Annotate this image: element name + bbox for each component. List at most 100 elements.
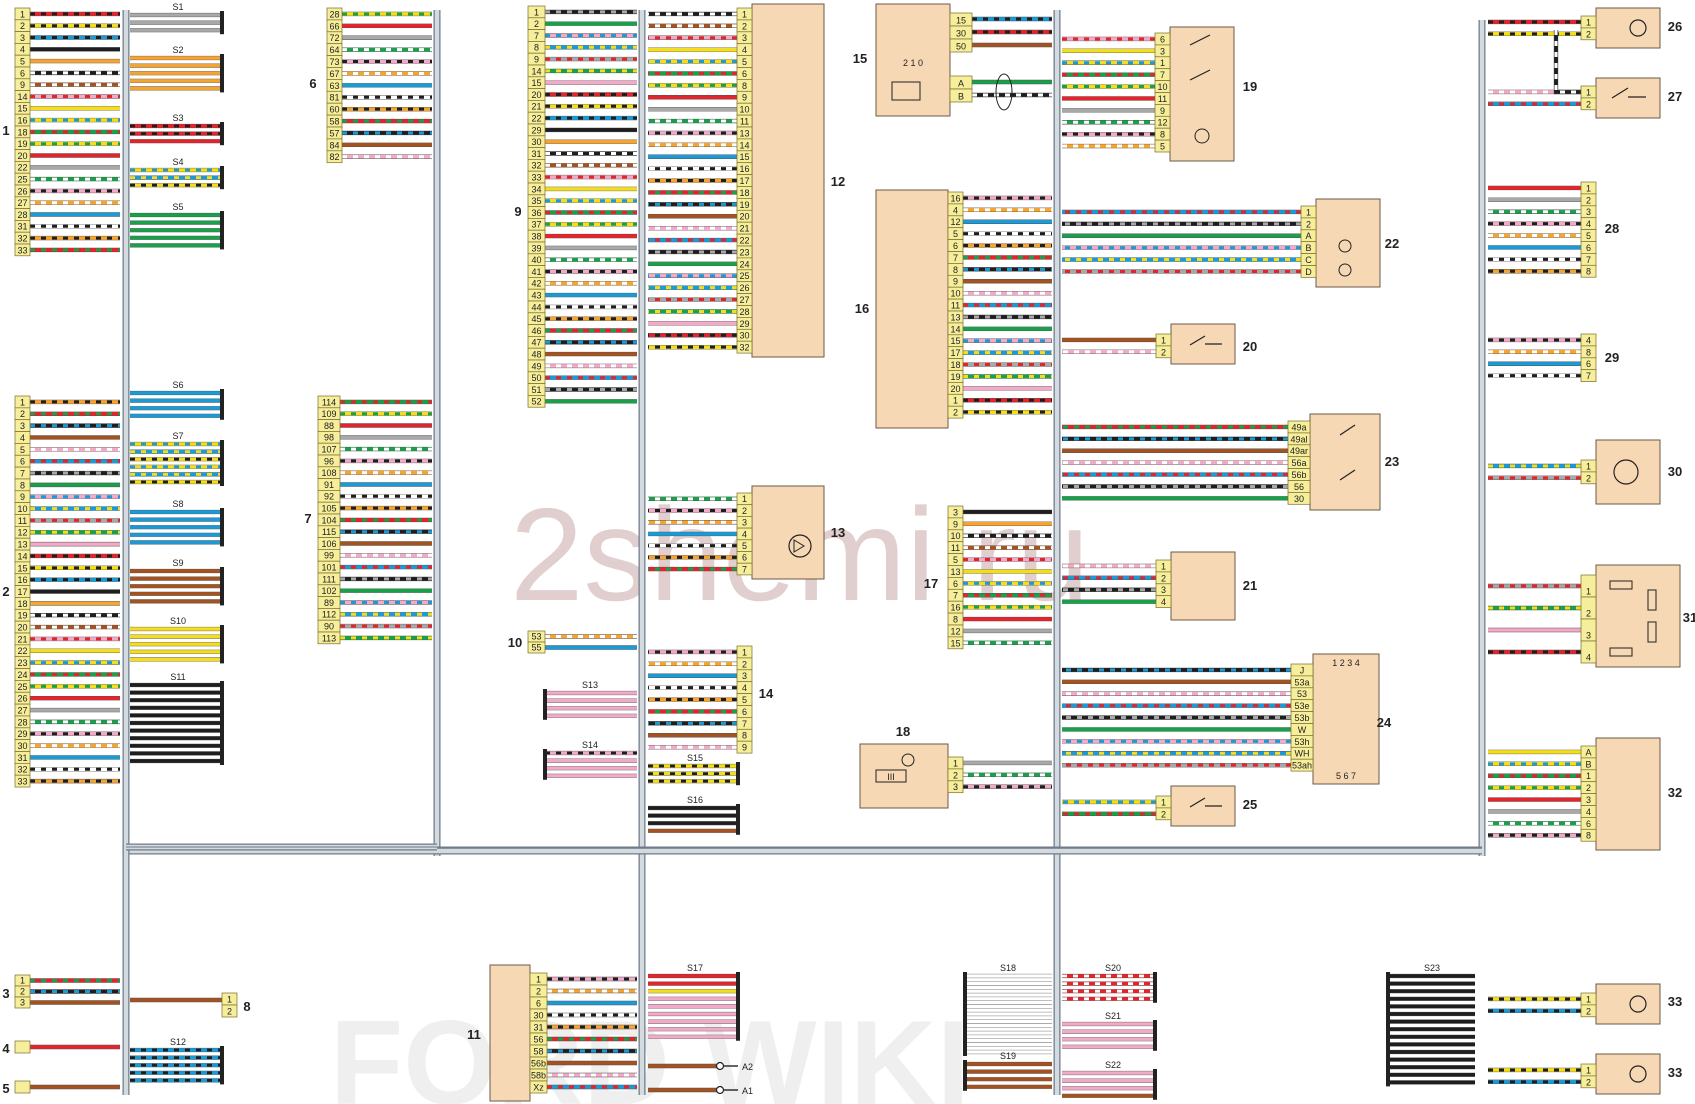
pin-label: 96: [324, 456, 334, 466]
pin-label: 106: [321, 539, 336, 549]
pin-label: 107: [321, 445, 336, 455]
components: 1234569141516181920222526272831323311234…: [2, 3, 1695, 1102]
pin-label: 58b: [531, 1071, 546, 1081]
component-4-label: 4: [2, 1041, 10, 1056]
pin-label: 6: [1586, 243, 1591, 253]
pin-cell: [1300, 265, 1317, 278]
pin-label: 8: [20, 480, 25, 490]
pin-label: 9: [953, 519, 958, 529]
lamp-icon: [901, 753, 915, 767]
pin-label: 16: [17, 575, 27, 585]
pin-label: 29: [739, 319, 749, 329]
pin-label: 113: [322, 633, 336, 643]
splice-S13: S13: [543, 680, 637, 720]
pin-label: 37: [531, 220, 541, 230]
pin-label: 35: [531, 196, 541, 206]
pin-label: 10: [950, 289, 960, 299]
pin-label: 17: [950, 348, 960, 358]
pin-label: 105: [321, 504, 336, 514]
pin-label: 56: [1294, 482, 1304, 492]
pin-label: 10: [950, 531, 960, 541]
splice-groups: S1S2S3S4S5S6S7S8S9S10S11S12S13S14S15S16S…: [130, 2, 1475, 1100]
pin-label: 2: [20, 21, 25, 31]
component-23-label: 23: [1385, 454, 1399, 469]
pin-label: 32: [17, 765, 27, 775]
resistor-icon: [1609, 580, 1633, 590]
pin-label: 81: [329, 93, 339, 103]
component-24-label: 24: [1377, 715, 1392, 730]
pin-label: 2: [1161, 573, 1166, 583]
splice-label: S14: [582, 740, 598, 750]
pin-label: 2: [1586, 473, 1591, 483]
pin-label: 20: [531, 90, 541, 100]
pin-label: 39: [531, 243, 541, 253]
pin-label: 31: [17, 753, 27, 763]
component-6-label: 6: [309, 76, 316, 91]
pin-label: 28: [17, 717, 27, 727]
pin-label: 7: [534, 31, 539, 41]
component-12-label: 12: [831, 174, 845, 189]
motor-icon: [1613, 459, 1639, 485]
connector-4: [14, 1040, 31, 1054]
pin-label: 53: [1297, 689, 1307, 699]
pin-label: 20: [950, 384, 960, 394]
component-31-body: [1595, 564, 1681, 668]
pin-label: 8: [953, 615, 958, 625]
pin-label: 27: [17, 705, 27, 715]
pin-label: 45: [531, 314, 541, 324]
pin-label: 6: [1160, 34, 1165, 44]
pin-label: 26: [17, 186, 27, 196]
pin-label: 17: [739, 176, 749, 186]
pin-label: 13: [950, 567, 960, 577]
pin-label: 14: [17, 551, 27, 561]
switch-icon: [1339, 424, 1356, 481]
pin-cell: [736, 740, 753, 754]
component-27-label: 27: [1668, 89, 1682, 104]
pin-label: 1: [1586, 771, 1591, 781]
splice-S12: S12: [130, 1037, 224, 1085]
pin-label: 27: [17, 198, 27, 208]
component-18-label: 18: [896, 724, 910, 739]
pin-label: 11: [740, 117, 749, 127]
splice-S8: S8: [130, 499, 224, 547]
pin-label: 5: [20, 57, 25, 67]
pin-label: 31: [533, 1023, 543, 1033]
connector-20: 12: [1155, 333, 1172, 359]
splice-S2: S2: [130, 45, 224, 93]
connector-7: 1141098898107961089192105104115106991011…: [317, 395, 341, 645]
pin-label: 13: [950, 312, 960, 322]
pin-label: 56b: [531, 1059, 546, 1069]
component-24-body: [1312, 653, 1380, 785]
pin-label: 30: [17, 741, 27, 751]
splice-label: S3: [172, 113, 183, 123]
pin-label: 15: [950, 336, 960, 346]
pin-label: 2: [953, 408, 958, 418]
wires: [30, 9, 1581, 1093]
pin-label: 12: [950, 217, 960, 227]
pin-label: 22: [531, 114, 541, 124]
pin-label: 66: [329, 21, 339, 31]
pin-label: 5: [742, 541, 747, 551]
pin-cell: [1580, 97, 1597, 111]
pin-label: 3: [953, 782, 958, 792]
component-33b-label: 33: [1668, 1065, 1682, 1080]
pin-label: 23: [739, 247, 749, 257]
pin-cell: [527, 641, 546, 654]
pin-label: 5: [1160, 142, 1165, 152]
pin-label: 24: [17, 670, 27, 680]
switch-contacts-icon: [1189, 34, 1211, 81]
pin-label: 9: [534, 55, 539, 65]
pin-cell: [529, 1080, 548, 1094]
pin-label: 114: [322, 397, 336, 407]
pin-label: 2: [1306, 219, 1311, 229]
pin-label: 7: [1160, 70, 1165, 80]
component-25-label: 25: [1243, 797, 1257, 812]
pin-label: 11: [1158, 94, 1167, 104]
resistor-icon: [1647, 589, 1657, 611]
connector-5: [14, 1080, 31, 1094]
pin-label: 19: [17, 611, 27, 621]
